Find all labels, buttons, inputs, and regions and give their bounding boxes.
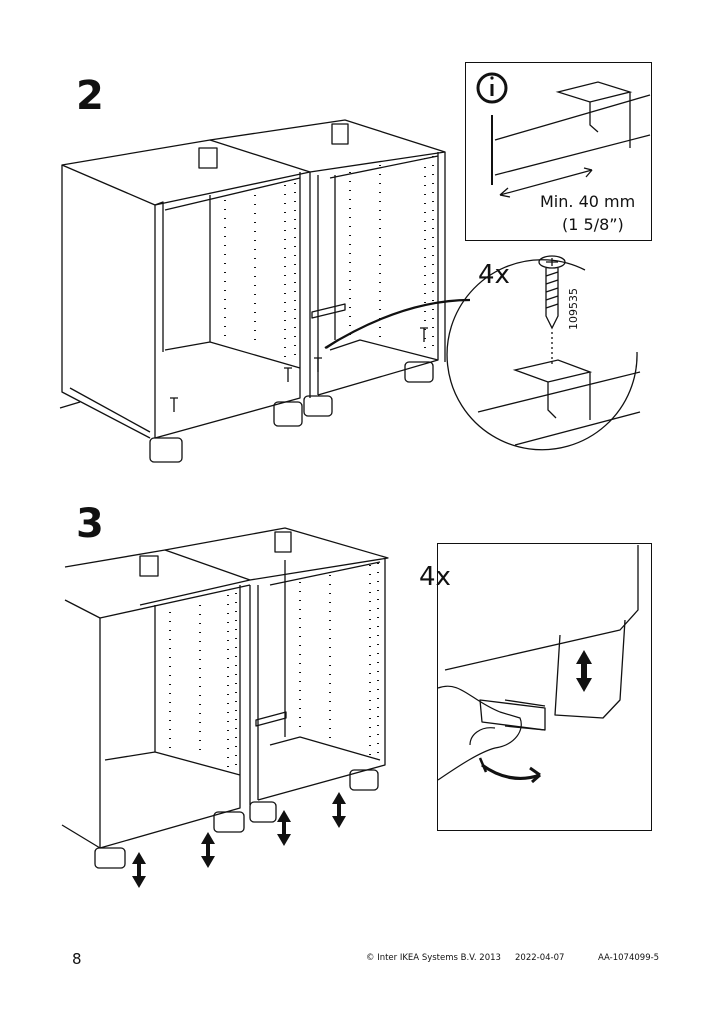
step-3-number: 3 <box>76 501 104 547</box>
document-date: 2022-04-07 <box>515 953 565 963</box>
min-distance-label: Min. 40 mm <box>540 192 636 211</box>
copyright-notice: © Inter IKEA Systems B.V. 2013 <box>366 953 501 963</box>
document-code: AA-1074099-5 <box>598 953 660 963</box>
step-3-quantity: 4x <box>419 562 451 592</box>
step-2-quantity: 4x <box>478 260 510 290</box>
leg-adjust-detail-box <box>437 543 652 831</box>
page-number: 8 <box>72 950 82 968</box>
min-distance-inch-label: (1 5/8”) <box>562 215 624 234</box>
step-2-number: 2 <box>76 73 104 119</box>
